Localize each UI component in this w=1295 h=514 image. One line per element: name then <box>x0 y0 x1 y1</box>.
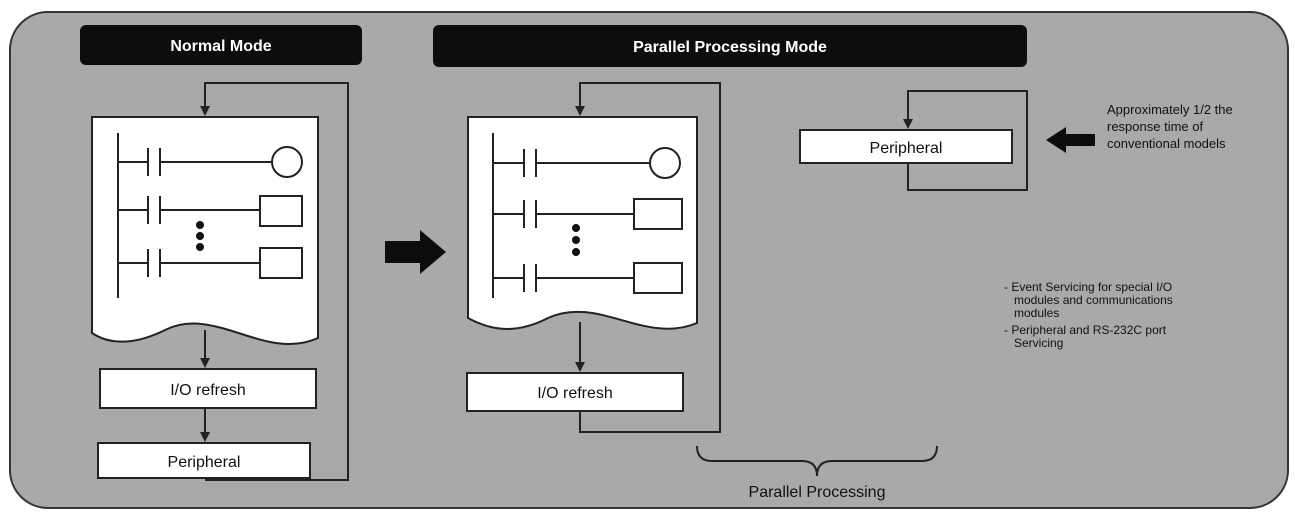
normal-mode-section: Normal Mode <box>80 25 362 481</box>
response-note-arrow-icon <box>1046 127 1095 153</box>
parallel-processing-label: Parallel Processing <box>749 484 886 501</box>
parallel-program-cycle-line <box>575 82 721 433</box>
parallel-processing-brace <box>696 445 938 477</box>
normal-io-refresh-label: I/O refresh <box>170 382 246 399</box>
normal-peripheral-box <box>97 442 311 479</box>
parallel-io-refresh-label: I/O refresh <box>537 385 613 402</box>
peripheral-cycle-line <box>903 90 1028 191</box>
normal-mode-title: Normal Mode <box>170 38 271 55</box>
parallel-mode-title: Parallel Processing Mode <box>633 39 827 56</box>
normal-mode-cycle-line <box>200 82 349 481</box>
parallel-ellipsis-dots <box>572 224 580 256</box>
parallel-ladder-rungs <box>492 133 683 298</box>
parallel-mode-section: Parallel Processing Mode <box>433 25 1236 501</box>
parallel-peripheral-label: Peripheral <box>870 140 943 157</box>
normal-io-refresh-box <box>99 368 317 409</box>
normal-ladder-rungs <box>117 133 303 298</box>
parallel-peripheral-box <box>799 129 1013 164</box>
normal-mode-header <box>80 25 362 65</box>
normal-ladder-program <box>91 116 319 345</box>
normal-peripheral-label: Peripheral <box>168 454 241 471</box>
servicing-note-event: - Event Servicing for special I/O module… <box>1004 280 1176 320</box>
normal-ellipsis-dots <box>196 221 204 251</box>
servicing-note-peripheral: - Peripheral and RS-232C port Servicing <box>1004 323 1169 350</box>
parallel-mode-header <box>433 25 1027 67</box>
transition-arrow-icon <box>385 230 446 274</box>
parallel-io-refresh-box <box>466 372 684 412</box>
response-time-note: Approximately 1/2 the response time of c… <box>1107 102 1236 151</box>
parallel-ladder-program <box>467 116 698 330</box>
